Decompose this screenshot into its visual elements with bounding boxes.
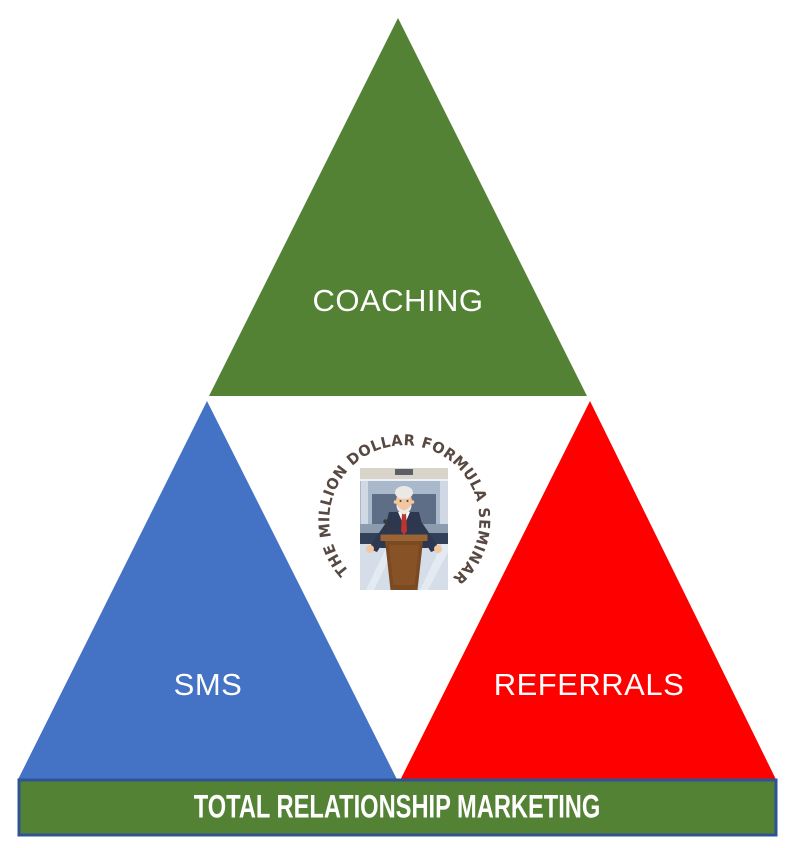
speaker-tie	[401, 513, 407, 535]
coaching-label: COACHING	[312, 283, 483, 318]
coaching-segment: COACHING	[209, 18, 587, 396]
speaker-illustration	[360, 468, 448, 590]
speaker-ear	[410, 500, 415, 504]
speaker-hair	[395, 486, 413, 499]
microphone-stem	[385, 522, 394, 536]
speaker-right-hand	[434, 545, 442, 553]
podium-front-panel	[389, 545, 419, 585]
microphone-head	[383, 519, 388, 524]
center-logo: THE MILLION DOLLAR FORMULA SEMINAR	[315, 431, 493, 590]
sms-segment: SMS	[18, 401, 397, 780]
wall-pillar-left	[361, 481, 368, 524]
speaker-ear	[393, 500, 398, 504]
speaker-hair-beard	[395, 486, 413, 515]
sms-label: SMS	[174, 667, 243, 702]
speaker-eye	[399, 500, 402, 502]
ceiling-vent	[395, 469, 413, 475]
referrals-label: REFERRALS	[494, 667, 685, 702]
base-bar-label: TOTAL RELATIONSHIP MARKETING	[194, 789, 601, 824]
podium-top-lip	[380, 534, 428, 541]
speaker-left-hand	[366, 545, 374, 553]
referrals-segment: REFERRALS	[400, 401, 776, 780]
speaker-beard	[396, 504, 412, 515]
base-bar-rect	[17, 778, 778, 837]
base-bar: TOTAL RELATIONSHIP MARKETING	[17, 778, 778, 837]
speaker-eye	[406, 500, 409, 502]
coaching-triangle	[209, 18, 587, 396]
ceiling-trim	[360, 479, 448, 481]
referrals-triangle	[400, 401, 776, 780]
wall-pillar-right	[440, 481, 448, 524]
floor-stripe	[420, 544, 448, 590]
sms-triangle	[18, 401, 397, 780]
podium	[380, 519, 428, 590]
